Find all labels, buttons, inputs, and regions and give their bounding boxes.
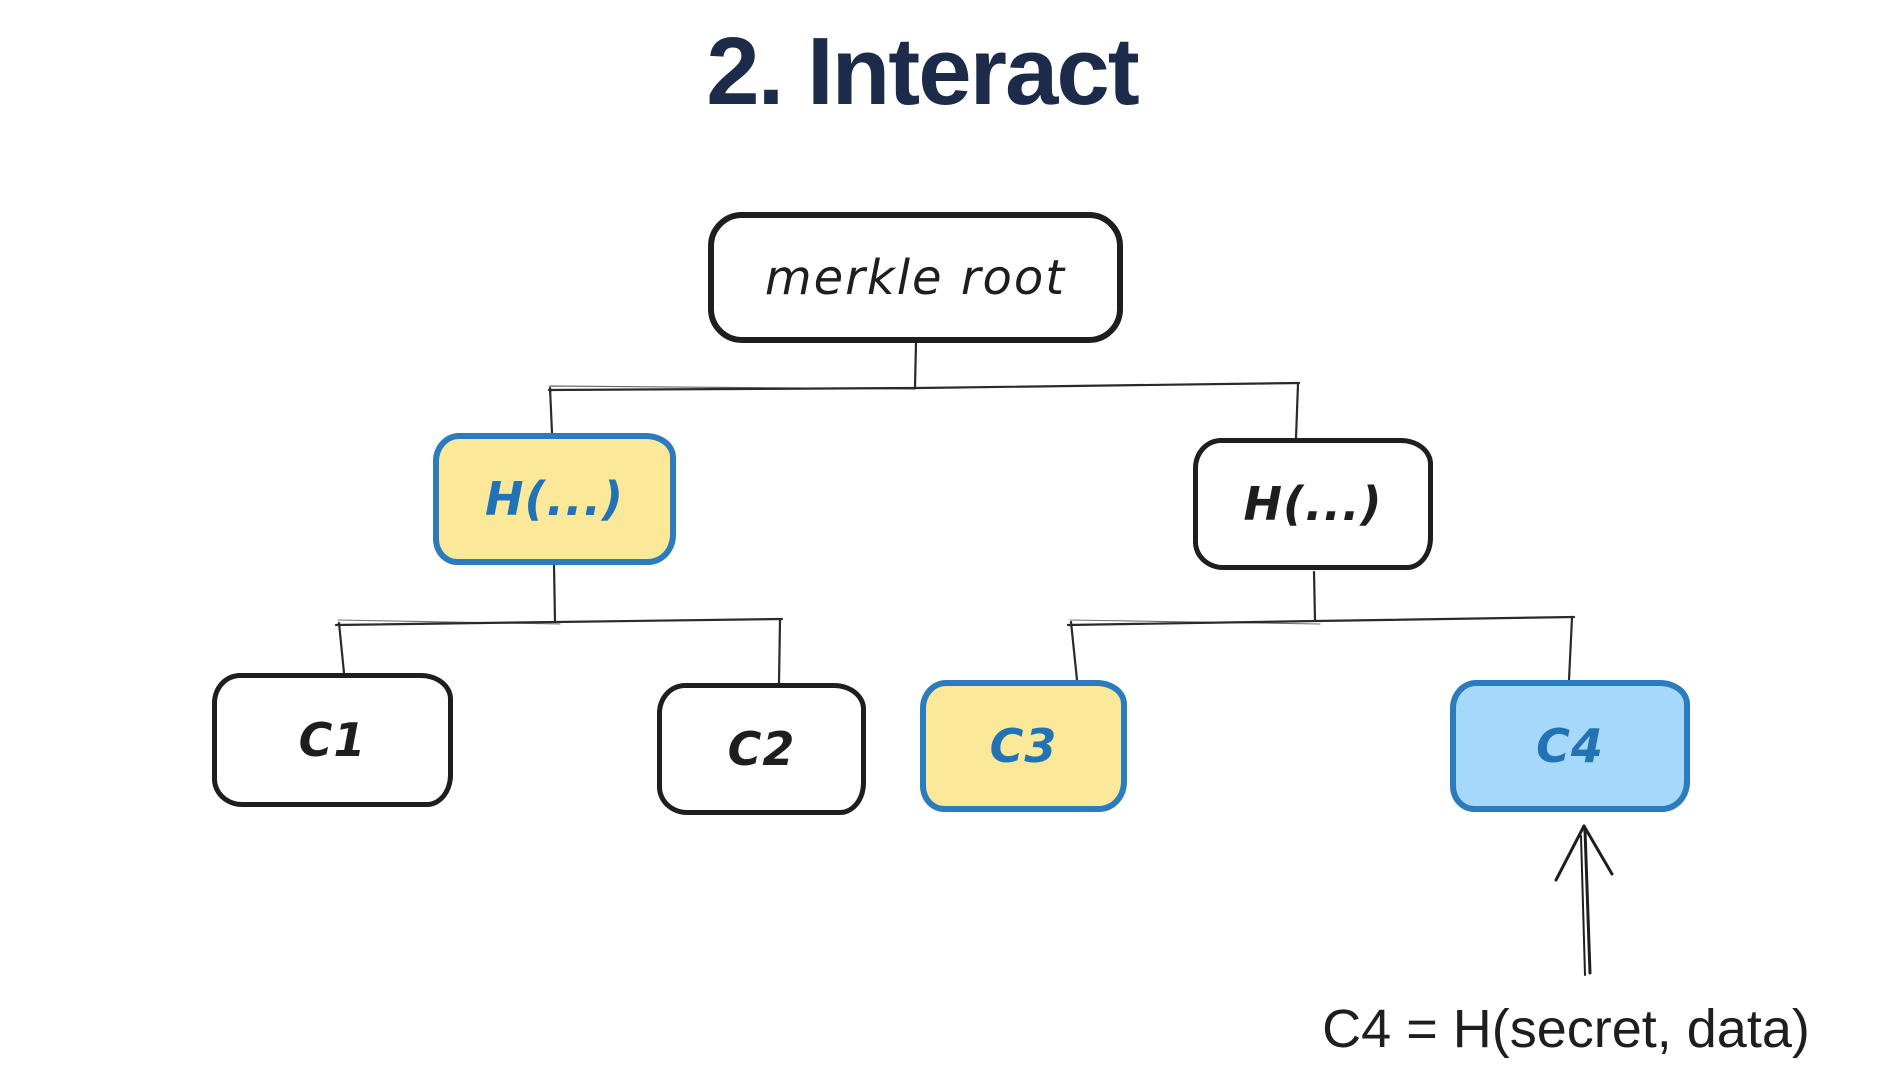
node-leaf-c4-label: C4 bbox=[1536, 719, 1604, 773]
node-leaf-c1-label: C1 bbox=[298, 713, 367, 767]
connector-left-drop-c2 bbox=[777, 618, 782, 685]
connector-root-horizontal bbox=[547, 381, 1301, 392]
up-arrow-icon bbox=[1554, 824, 1614, 976]
connector-left-group bbox=[334, 563, 784, 685]
node-leaf-c1: C1 bbox=[212, 673, 453, 807]
arrow-shaft-line-2 bbox=[1580, 835, 1586, 976]
connector-right-drop-c4 bbox=[1567, 616, 1574, 682]
connector-root-group bbox=[547, 341, 1301, 440]
node-hash-right-label: H(...) bbox=[1243, 477, 1383, 531]
node-hash-left-label: H(...) bbox=[485, 472, 624, 526]
connector-left-horizontal bbox=[334, 617, 784, 627]
node-hash-left: H(...) bbox=[433, 433, 676, 565]
node-leaf-c2: C2 bbox=[657, 683, 866, 815]
c4-formula-annotation: C4 = H(secret, data) bbox=[1322, 999, 1810, 1059]
connector-right-group bbox=[1066, 570, 1576, 682]
connector-left-horizontal-sketch bbox=[337, 619, 561, 625]
connector-right-horizontal bbox=[1066, 615, 1576, 627]
node-leaf-c4: C4 bbox=[1450, 680, 1690, 812]
node-leaf-c3-label: C3 bbox=[989, 719, 1058, 773]
connector-right-drop-c3 bbox=[1069, 620, 1079, 682]
connector-left-drop-c1 bbox=[337, 621, 346, 675]
node-merkle-root-label: merkle root bbox=[764, 249, 1067, 306]
connector-right-horizontal-sketch bbox=[1069, 619, 1321, 625]
node-hash-right: H(...) bbox=[1193, 438, 1433, 570]
arrow-head-right bbox=[1582, 824, 1614, 876]
node-leaf-c2-label: C2 bbox=[727, 722, 796, 776]
node-leaf-c3: C3 bbox=[920, 680, 1127, 812]
connector-root-right-drop bbox=[1294, 382, 1300, 440]
page-title: 2. Interact bbox=[706, 18, 1140, 125]
connector-left-stem bbox=[552, 563, 557, 623]
arrow-head-left bbox=[1554, 824, 1586, 882]
node-merkle-root: merkle root bbox=[708, 212, 1123, 343]
connector-root-left-drop bbox=[548, 386, 554, 435]
arrow-shaft-line-1 bbox=[1583, 828, 1592, 975]
connector-right-stem bbox=[1312, 570, 1317, 622]
connector-root-stem bbox=[913, 341, 918, 389]
